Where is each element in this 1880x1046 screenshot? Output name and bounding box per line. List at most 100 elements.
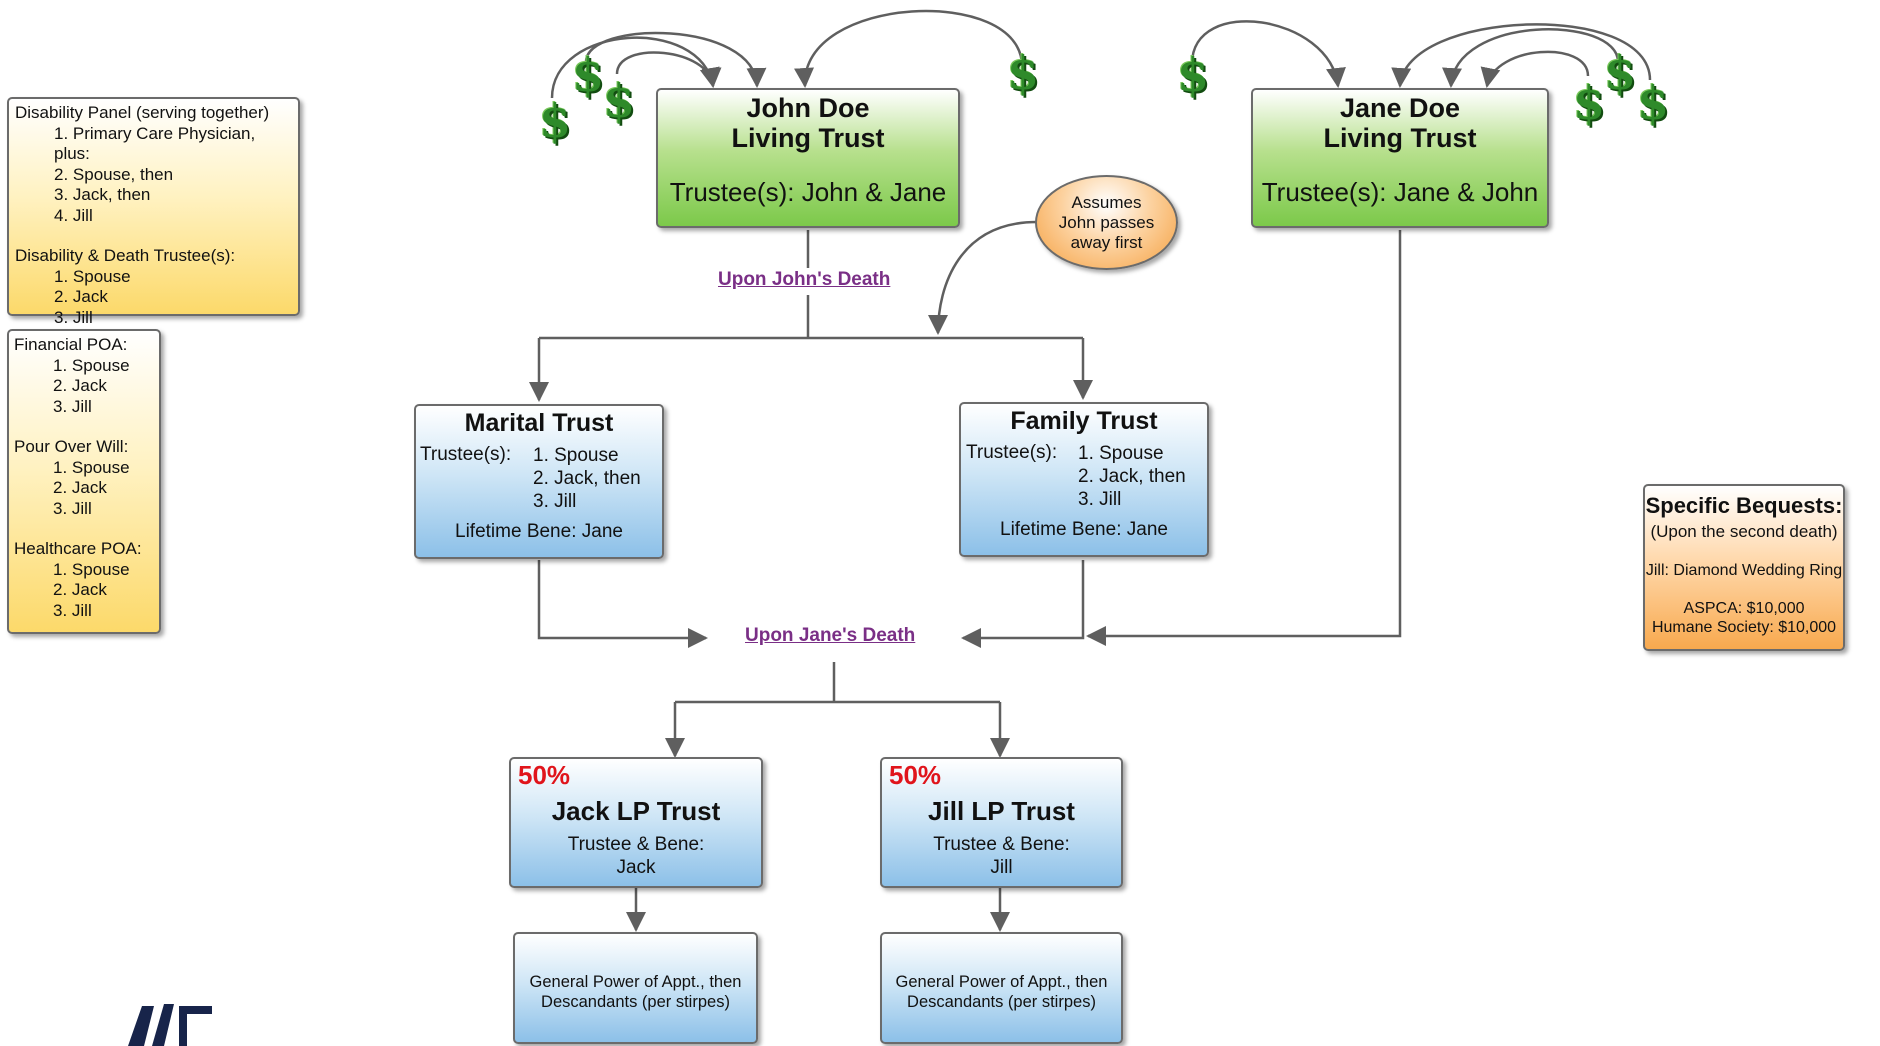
jack-lp-trust: 50% Jack LP Trust Trustee & Bene: Jack bbox=[509, 757, 763, 888]
disability-panel-title: Disability Panel (serving together) bbox=[15, 103, 270, 122]
marital-to-event bbox=[537, 560, 708, 648]
healthcare-poa-title: Healthcare POA: bbox=[14, 539, 142, 558]
list-item: 2. Jack bbox=[53, 478, 107, 497]
death-trustee-title: Disability & Death Trustee(s): bbox=[15, 246, 236, 265]
jane-living-trust: Jane Doe Living Trust Trustee(s): Jane &… bbox=[1251, 88, 1549, 228]
pour-over-will-list: 1. Spouse 2. Jack 3. Jill bbox=[14, 458, 153, 520]
marital-trustee-label: Trustee(s): bbox=[420, 444, 512, 465]
bequest-item: Jill: Diamond Wedding Ring bbox=[1645, 562, 1843, 579]
financial-poa-list: 1. Spouse 2. Jack 3. Jill bbox=[14, 356, 153, 418]
family-to-event bbox=[961, 560, 1085, 648]
funding-curve bbox=[1190, 20, 1346, 88]
jill-remainder-line1: General Power of Appt., then bbox=[895, 973, 1108, 991]
pour-over-will-title: Pour Over Will: bbox=[14, 437, 129, 456]
list-item: 2. Jack, then bbox=[533, 468, 641, 489]
list-item: 1. Spouse bbox=[54, 266, 131, 286]
financial-poa-title: Financial POA: bbox=[14, 335, 128, 354]
list-item: 3. Jill bbox=[53, 600, 92, 620]
jill-trust-title: Jill LP Trust bbox=[928, 796, 1075, 826]
jack-remainder-line1: General Power of Appt., then bbox=[529, 973, 742, 991]
jack-trust-line1: Trustee & Bene: bbox=[567, 834, 705, 855]
jack-trust-title: Jack LP Trust bbox=[551, 796, 721, 826]
dollar-icon: $ bbox=[1007, 46, 1040, 100]
jane-trust-trustees: Trustee(s): Jane & John bbox=[1261, 177, 1539, 207]
list-item: 3. Jill bbox=[533, 491, 577, 512]
john-trust-name: John Doe bbox=[746, 93, 870, 123]
list-item: 2. Jack bbox=[54, 287, 108, 306]
john-living-trust: John Doe Living Trust Trustee(s): John &… bbox=[656, 88, 960, 228]
jack-remainder-line2: Descandants (per stirpes) bbox=[541, 993, 730, 1011]
assumption-curve bbox=[928, 220, 1038, 335]
bequest-item: Humane Society: $10,000 bbox=[1651, 619, 1837, 636]
funding-curve bbox=[1391, 23, 1652, 88]
family-trustee-label: Trustee(s): bbox=[966, 442, 1058, 463]
list-item: 2. Spouse, then bbox=[54, 164, 174, 184]
dollar-icon: $ bbox=[603, 74, 636, 128]
family-trustee-list: 1. Spouse 2. Jack, then 3. Jill bbox=[1078, 442, 1186, 511]
family-trust-title: Family Trust bbox=[1010, 407, 1158, 435]
list-item: 3. Jill bbox=[53, 498, 92, 518]
family-bene: Lifetime Bene: Jane bbox=[1000, 519, 1168, 540]
bequests-title: Specific Bequests: bbox=[1645, 493, 1843, 518]
dollar-icon: $ bbox=[1604, 46, 1637, 100]
dollar-icon: $ bbox=[1637, 76, 1670, 130]
assumption-bubble: Assumes John passes away first bbox=[1035, 175, 1178, 270]
jill-lp-trust: 50% Jill LP Trust Trustee & Bene: Jill bbox=[880, 757, 1123, 888]
marital-bene: Lifetime Bene: Jane bbox=[455, 521, 623, 542]
assumption-line: away first bbox=[1070, 232, 1143, 252]
marital-trust: Marital Trust Trustee(s): 1. Spouse 2. J… bbox=[414, 404, 664, 559]
list-item: 4. Jill bbox=[54, 205, 93, 225]
marital-trust-title: Marital Trust bbox=[464, 409, 614, 437]
funding-curve bbox=[1442, 28, 1620, 88]
jill-remainder-line2: Descandants (per stirpes) bbox=[907, 993, 1096, 1011]
assumption-line: Assumes bbox=[1071, 192, 1142, 212]
list-item: 3. Jill bbox=[54, 307, 93, 327]
funding-curve bbox=[794, 9, 1024, 88]
jill-trust-line2: Jill bbox=[990, 857, 1013, 878]
dollar-icon: $ bbox=[539, 94, 572, 148]
list-item: 2. Jack, then bbox=[1078, 466, 1186, 487]
list-item: 1. Primary Care Physician, plus: bbox=[54, 123, 256, 164]
family-trust: Family Trust Trustee(s): 1. Spouse 2. Ja… bbox=[959, 402, 1209, 557]
disability-panel: Disability Panel (serving together) 1. P… bbox=[7, 97, 300, 327]
jane-trust-type: Living Trust bbox=[1323, 123, 1477, 153]
jill-remainder: General Power of Appt., then Descandants… bbox=[880, 932, 1123, 1044]
funding-curve bbox=[1480, 50, 1590, 88]
jane-to-event bbox=[1086, 230, 1402, 646]
dollar-icon: $ bbox=[1573, 76, 1606, 130]
funding-curve bbox=[584, 31, 767, 88]
jill-percent: 50% bbox=[889, 760, 942, 790]
jill-trust-line1: Trustee & Bene: bbox=[933, 834, 1070, 855]
marital-trustee-list: 1. Spouse 2. Jack, then 3. Jill bbox=[533, 444, 641, 513]
funding-curve bbox=[550, 36, 720, 99]
assumption-line: John passes bbox=[1058, 212, 1155, 232]
documents-panel: Financial POA: 1. Spouse 2. Jack 3. Jill… bbox=[7, 329, 161, 634]
john-trust-trustees: Trustee(s): John & Jane bbox=[669, 177, 947, 207]
healthcare-poa-list: 1. Spouse 2. Jack 3. Jill bbox=[14, 560, 153, 622]
jack-percent: 50% bbox=[518, 760, 571, 790]
disability-panel-list: 1. Primary Care Physician, plus: 2. Spou… bbox=[15, 124, 292, 227]
jack-remainder: General Power of Appt., then Descandants… bbox=[513, 932, 758, 1044]
john-trust-type: Living Trust bbox=[731, 123, 885, 153]
death-trustee-list: 1. Spouse 2. Jack 3. Jill bbox=[15, 267, 292, 329]
list-item: 2. Jack bbox=[53, 580, 107, 599]
logo bbox=[128, 1004, 212, 1046]
list-item: 1. Spouse bbox=[53, 559, 130, 579]
bequest-item: ASPCA: $10,000 bbox=[1683, 600, 1805, 617]
specific-bequests: Specific Bequests: (Upon the second deat… bbox=[1643, 484, 1845, 651]
list-item: 1. Spouse bbox=[53, 355, 130, 375]
jane-death-label: Upon Jane's Death bbox=[745, 625, 916, 646]
list-item: 2. Jack bbox=[53, 376, 107, 395]
list-item: 1. Spouse bbox=[53, 457, 130, 477]
dollar-icon: $ bbox=[1177, 48, 1210, 102]
dollar-icon: $ bbox=[572, 48, 605, 102]
list-item: 3. Jack, then bbox=[54, 185, 151, 204]
jane-trust-name: Jane Doe bbox=[1339, 93, 1461, 123]
list-item: 1. Spouse bbox=[533, 445, 619, 466]
list-item: 3. Jill bbox=[53, 396, 92, 416]
list-item: 3. Jill bbox=[1078, 489, 1122, 510]
jack-trust-line2: Jack bbox=[616, 857, 656, 878]
john-death-label: Upon John's Death bbox=[718, 269, 891, 290]
list-item: 1. Spouse bbox=[1078, 443, 1164, 464]
